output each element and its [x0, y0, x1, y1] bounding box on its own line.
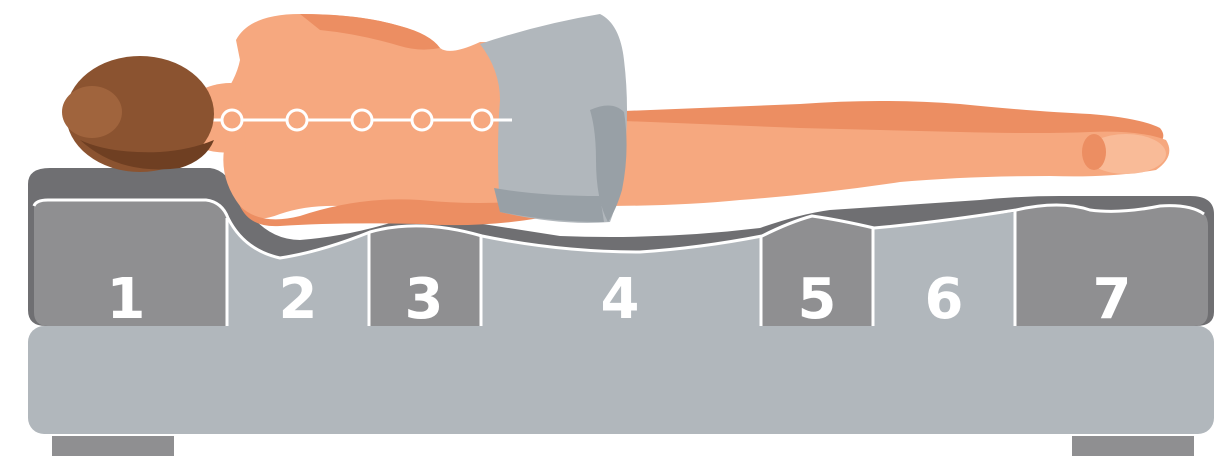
head-hair — [66, 56, 214, 172]
zone-number-5: 5 — [798, 267, 837, 332]
spine-alignment — [210, 108, 512, 132]
zone-5 — [762, 216, 872, 326]
vertebra-marker — [285, 108, 309, 132]
head — [62, 56, 214, 172]
shorts — [480, 14, 627, 223]
zone-2 — [228, 218, 368, 326]
comfort-layer-contour — [32, 198, 1205, 260]
zone-7 — [1016, 205, 1208, 326]
vertebra-marker — [410, 108, 434, 132]
vertebra-marker — [220, 108, 244, 132]
foot — [1086, 134, 1166, 174]
shoulder-blade — [300, 14, 440, 50]
bed-leg-right — [1072, 436, 1194, 456]
bed-base — [28, 326, 1214, 434]
zone-6 — [874, 212, 1014, 326]
bed-leg-left — [52, 436, 174, 456]
zone-number-7: 7 — [1093, 267, 1132, 332]
zone-dividers — [225, 211, 1017, 326]
hair-bun — [62, 86, 122, 138]
shorts-shadow — [590, 105, 627, 222]
torso — [215, 14, 561, 222]
zone-number-3: 3 — [405, 267, 444, 332]
zone-blocks — [34, 200, 1208, 326]
zone-3 — [370, 225, 480, 326]
heel — [1082, 134, 1106, 170]
shorts-fold — [494, 188, 604, 222]
zone-1 — [34, 200, 226, 326]
zone-numbers: 1 2 3 4 5 6 7 — [107, 267, 1132, 332]
zone-number-6: 6 — [925, 267, 964, 332]
zone-number-2: 2 — [279, 267, 318, 332]
vertebra-marker — [470, 108, 494, 132]
zone-number-4: 4 — [601, 267, 640, 332]
hair-shade — [80, 140, 214, 170]
vertebra-marker — [350, 108, 374, 132]
vertebrae — [220, 108, 494, 132]
zone-4 — [482, 236, 760, 326]
torso-shadow — [240, 199, 540, 227]
zone-number-1: 1 — [107, 267, 146, 332]
sleeping-person — [62, 14, 1170, 227]
front-leg — [600, 120, 1170, 206]
